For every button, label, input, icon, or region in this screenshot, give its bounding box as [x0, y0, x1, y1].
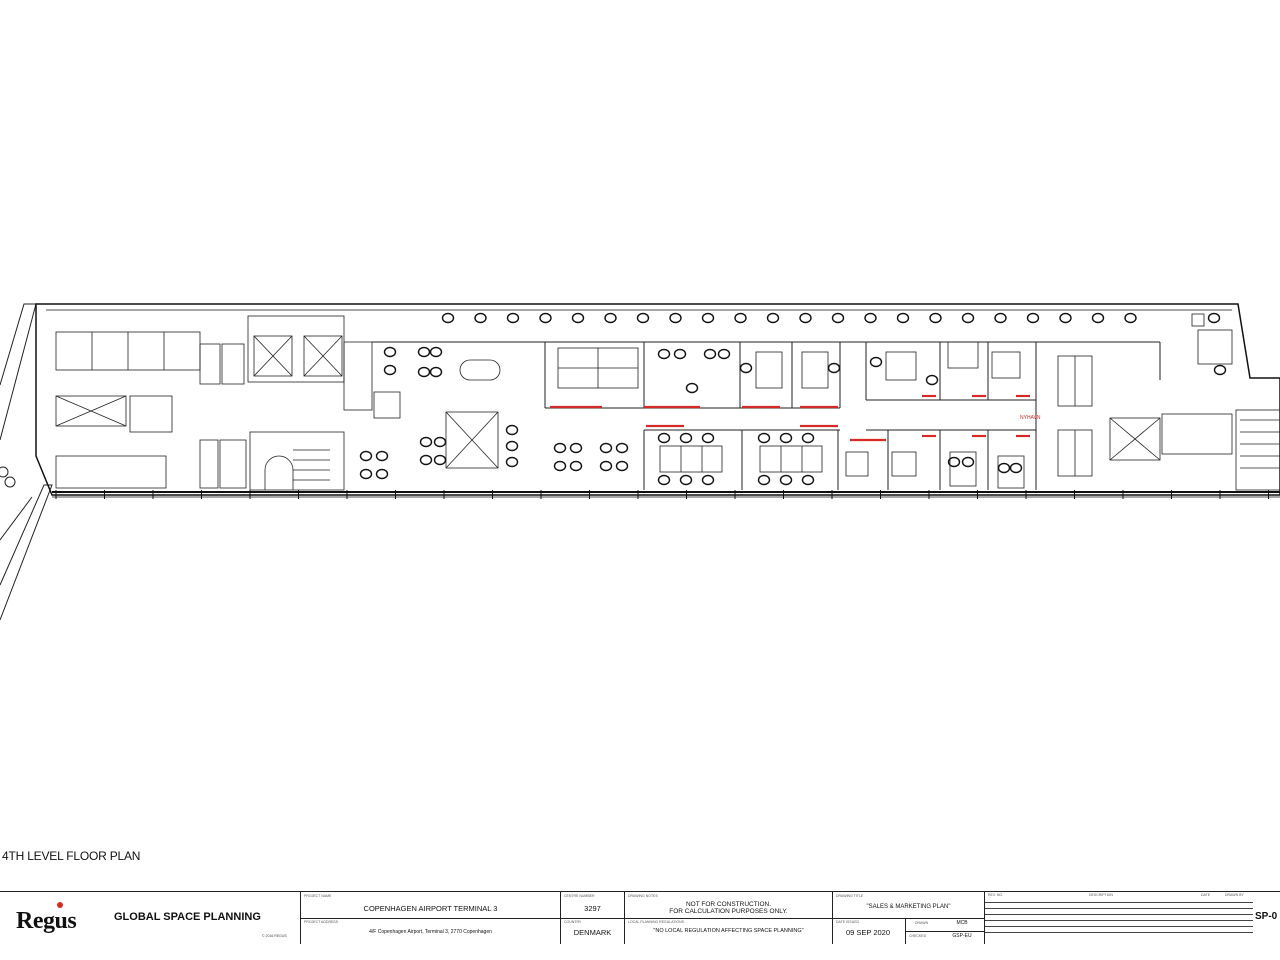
- drawing-title: 4TH LEVEL FLOOR PLAN: [2, 849, 141, 863]
- room-label-nyhavn: NYHAVN: [1020, 415, 1041, 421]
- title-block: PROJECT NAME COPENHAGEN AIRPORT TERMINAL…: [0, 891, 1280, 944]
- regus-logo: Regus: [16, 908, 77, 934]
- drawing-number: SP-0: [1255, 911, 1278, 922]
- drawn-by: MCB: [956, 920, 968, 926]
- date-issued: 09 SEP 2020: [845, 928, 891, 937]
- project-cell: PROJECT NAME COPENHAGEN AIRPORT TERMINAL…: [300, 892, 561, 944]
- project-address: 4/F Copenhagen Airport, Terminal 3, 2770…: [369, 929, 492, 935]
- centre-number: 3297: [584, 904, 601, 913]
- drawing-notes-line1: NOT FOR CONSTRUCTION.: [685, 901, 772, 908]
- project-name: COPENHAGEN AIRPORT TERMINAL 3: [363, 904, 498, 913]
- revision-cell: REV. NO. DESCRIPTION DATE DRAWN BY: [984, 892, 1253, 944]
- drawing-info-cell: DRAWING TITLE "SALES & MARKETING PLAN" D…: [832, 892, 985, 944]
- centre-cell: CENTRE NUMBER 3297 COUNTRY DENMARK: [560, 892, 625, 944]
- logo-accent: [57, 902, 63, 908]
- notes-cell: DRAWING NOTES NOT FOR CONSTRUCTION. FOR …: [624, 892, 833, 944]
- country: DENMARK: [573, 928, 612, 937]
- drawing-notes-line2: FOR CALCULATION PURPOSES ONLY.: [669, 908, 788, 915]
- local-regulations: "NO LOCAL REGULATION AFFECTING SPACE PLA…: [653, 928, 804, 934]
- drawing-plan-title: "SALES & MARKETING PLAN": [866, 904, 951, 910]
- department-name: GLOBAL SPACE PLANNING: [114, 911, 261, 923]
- checked-by: GSP-EU: [952, 933, 972, 939]
- copyright: © 2016 REGUS: [262, 934, 287, 938]
